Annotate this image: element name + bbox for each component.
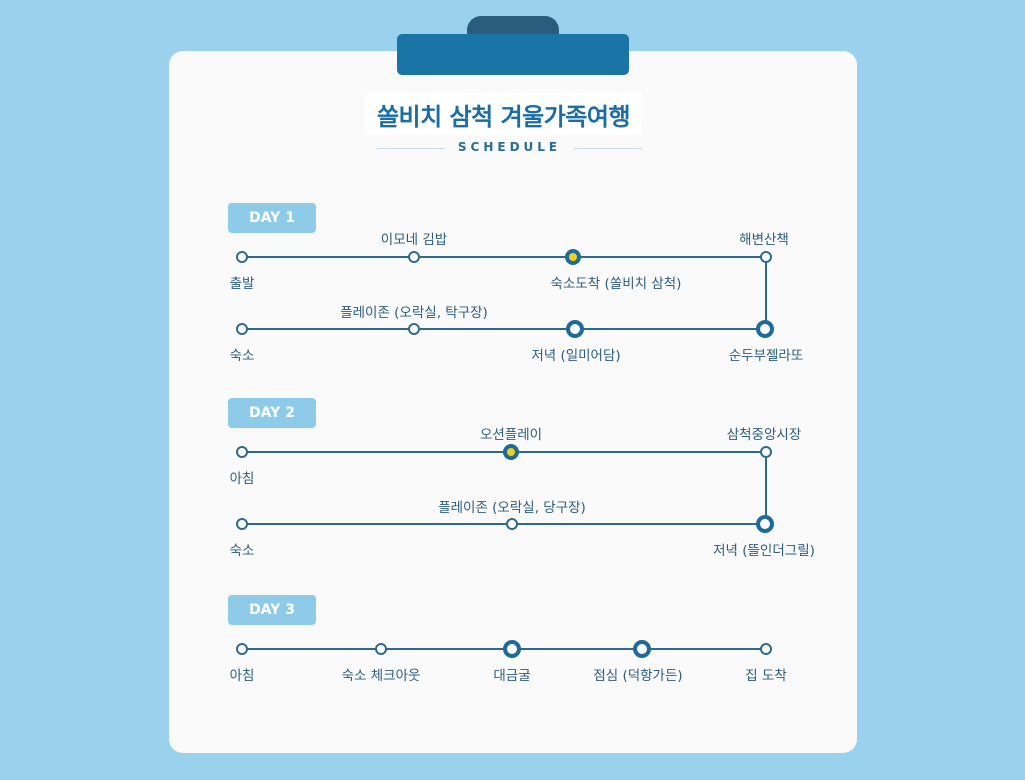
- day2-stop-lodging-label: 숙소: [229, 543, 255, 559]
- day1-badge: DAY 1: [228, 203, 316, 233]
- subtitle-divider-right: [574, 148, 642, 149]
- day1-stop-lodging-label: 숙소: [229, 348, 255, 364]
- day3-stop-breakfast-label: 아침: [229, 668, 255, 684]
- day1-stop-dinner-node: [566, 320, 584, 338]
- day3-stop-breakfast-node: [236, 643, 248, 655]
- title-box: 쏠비치 삼척 겨울가족여행: [365, 93, 642, 135]
- day1-stop-checkin-label: 숙소도착 (쏠비치 삼척): [550, 276, 682, 292]
- day3-stop-checkout-node: [375, 643, 387, 655]
- day1-stop-beach-walk-node: [760, 251, 772, 263]
- day3-badge: DAY 3: [228, 595, 316, 625]
- subtitle-row: SCHEDULE: [377, 140, 642, 158]
- day2-stop-oceanplay-label: 오션플레이: [479, 427, 543, 443]
- day1-route-connector: [765, 257, 767, 329]
- day3-stop-home-label: 집 도착: [745, 668, 787, 684]
- day3-stop-cave-node: [503, 640, 521, 658]
- day2-stop-playzone-label: 플레이존 (오락실, 당구장): [438, 500, 586, 516]
- day2-stop-dinner-node: [756, 515, 774, 533]
- day2-stop-market-node: [760, 446, 772, 458]
- day1-stop-beach-walk-label: 해변산책: [739, 232, 789, 248]
- day2-route-connector: [765, 452, 767, 524]
- day1-stop-checkin-node: [565, 249, 581, 265]
- day1-stop-start-node: [236, 251, 248, 263]
- day1-stop-lodging-node: [236, 323, 248, 335]
- day1-stop-playzone-label: 플레이존 (오락실, 탁구장): [340, 305, 488, 321]
- day3-stop-lunch-node: [633, 640, 651, 658]
- day3-stop-home-node: [760, 643, 772, 655]
- subtitle: SCHEDULE: [457, 140, 562, 154]
- day2-stop-oceanplay-node: [503, 444, 519, 460]
- clipboard-clip-bar: [397, 34, 629, 75]
- day1-route-row2: [242, 328, 766, 330]
- day2-stop-breakfast-node: [236, 446, 248, 458]
- day1-stop-kimbap-node: [408, 251, 420, 263]
- day1-stop-dinner-label: 저녁 (일미어담): [531, 348, 621, 364]
- day2-stop-market-label: 삼척중앙시장: [726, 427, 802, 443]
- day2-stop-dinner-label: 저녁 (뜰인더그릴): [713, 543, 815, 559]
- page-title: 쏠비치 삼척 겨울가족여행: [376, 103, 631, 131]
- day2-route-row2: [242, 523, 766, 525]
- day3-stop-lunch-label: 점심 (덕항가든): [593, 668, 683, 684]
- day1-stop-kimbap-label: 이모네 김밥: [380, 232, 448, 248]
- day1-stop-playzone-node: [408, 323, 420, 335]
- day1-stop-gelato-label: 순두부젤라또: [728, 348, 804, 364]
- day3-stop-checkout-label: 숙소 체크아웃: [341, 668, 421, 684]
- day1-route-row1: [242, 256, 766, 258]
- day2-stop-breakfast-label: 아침: [229, 471, 255, 487]
- day2-stop-lodging-node: [236, 518, 248, 530]
- day2-badge: DAY 2: [228, 398, 316, 428]
- day1-stop-gelato-node: [756, 320, 774, 338]
- subtitle-divider-left: [377, 148, 445, 149]
- day2-stop-playzone-node: [506, 518, 518, 530]
- day3-stop-cave-label: 대금굴: [493, 668, 531, 684]
- day1-stop-start-label: 출발: [229, 276, 255, 292]
